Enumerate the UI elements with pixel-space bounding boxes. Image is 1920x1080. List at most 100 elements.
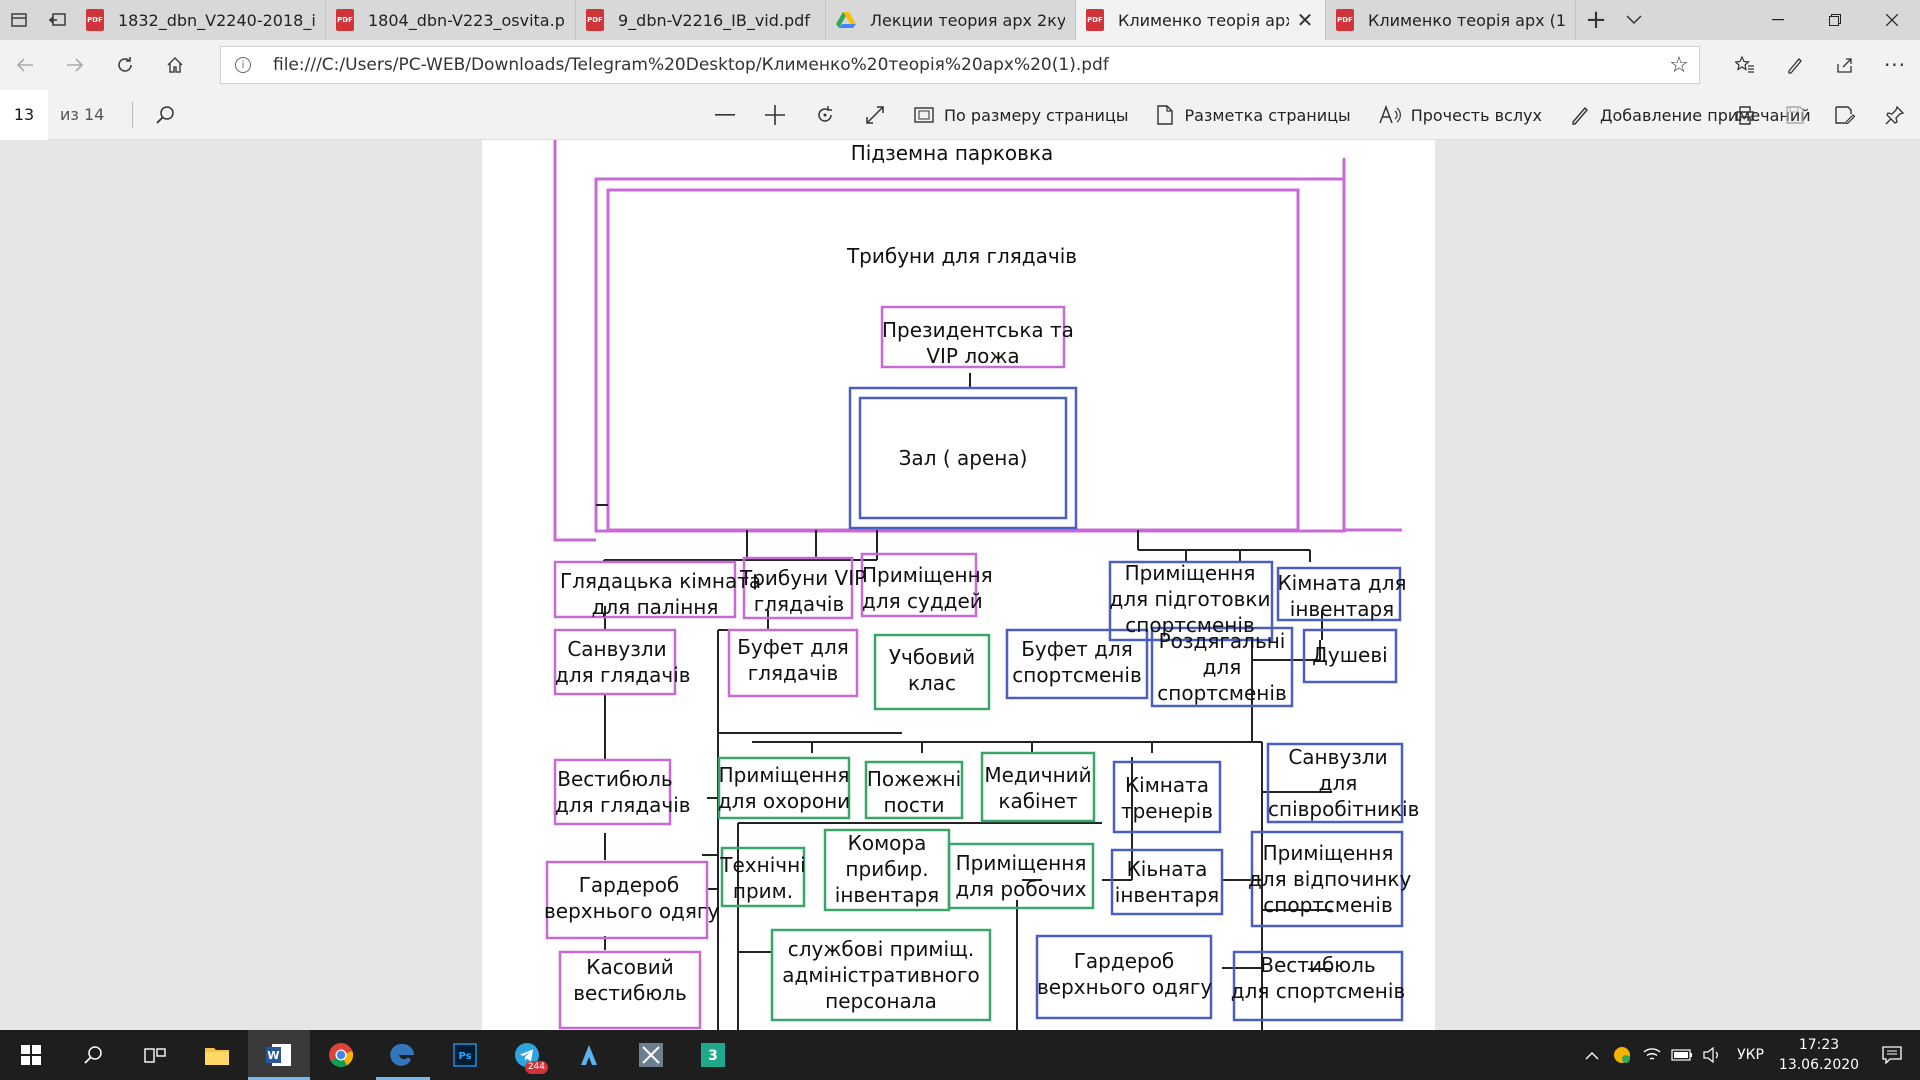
- tab-label: 1804_dbn-V223_osvita.pdf: [368, 10, 565, 30]
- ticket-lobby-box: [558, 950, 702, 1030]
- cloakroom-athletes-label: Гардероб верхнього одягу: [1037, 949, 1213, 999]
- fire-posts-box: [864, 760, 964, 820]
- lobby-spectators-label: Вестибюль для глядачів: [555, 767, 691, 817]
- system-tray: УКР 17:23 13.06.2020: [1577, 1030, 1920, 1080]
- page-layout-label: Разметка страницы: [1184, 105, 1351, 125]
- show-hidden-icons-button[interactable]: [1577, 1030, 1607, 1080]
- svg-text:W: W: [267, 1049, 279, 1062]
- tab-bar: PDF 1832_dbn_V2240-2018_inklyuz PDF 1804…: [0, 0, 1920, 40]
- close-window-button[interactable]: [1863, 0, 1920, 40]
- url-text: file:///C:/Users/PC-WEB/Downloads/Telegr…: [273, 55, 1109, 75]
- zoom-out-button[interactable]: [700, 90, 750, 140]
- telegram-button[interactable]: 244: [496, 1030, 558, 1080]
- edge-button[interactable]: [372, 1030, 434, 1080]
- refresh-icon: [118, 57, 132, 72]
- arena-box-inner: [858, 396, 1068, 520]
- photoshop-button[interactable]: Ps: [434, 1030, 496, 1080]
- spectator-boxes: [545, 305, 1066, 1030]
- back-button[interactable]: [0, 40, 50, 90]
- app-button-1[interactable]: [558, 1030, 620, 1080]
- share-button[interactable]: [1820, 40, 1870, 90]
- tab-1[interactable]: PDF 1832_dbn_V2240-2018_inklyuz: [76, 0, 326, 40]
- set-aside-tabs-button[interactable]: [38, 0, 76, 40]
- clock[interactable]: 17:23 13.06.2020: [1774, 1035, 1864, 1075]
- vip-lodge-label: Президентська та VIP ложа: [882, 318, 1074, 368]
- save-button[interactable]: [1770, 90, 1820, 140]
- favorite-star-icon[interactable]: ☆: [1669, 52, 1689, 78]
- input-language[interactable]: УКР: [1737, 1047, 1764, 1063]
- minimize-button[interactable]: [1749, 0, 1806, 40]
- athlete-rest-box: [1250, 830, 1404, 928]
- battery-button[interactable]: [1667, 1030, 1697, 1080]
- wc-spectators-label: Санвузли для глядачів: [555, 637, 691, 687]
- app-button-3[interactable]: 3: [682, 1030, 744, 1080]
- task-view-icon: [144, 1048, 166, 1063]
- buffet-athletes-label: Буфет для спортсменів: [1012, 637, 1142, 687]
- tray-app-button[interactable]: [1607, 1030, 1637, 1080]
- lobby-spectators-box: [553, 758, 672, 826]
- web-note-button[interactable]: [1770, 40, 1820, 90]
- read-aloud-label: Прочесть вслух: [1410, 105, 1542, 125]
- pdf-icon: PDF: [1086, 9, 1104, 31]
- parking-label: Підземна парковка: [850, 141, 1054, 165]
- svg-text:3: 3: [708, 1048, 718, 1064]
- info-icon[interactable]: i: [235, 57, 251, 73]
- new-tab-button[interactable]: +: [1576, 0, 1616, 40]
- zoom-in-button[interactable]: [750, 90, 800, 140]
- file-explorer-button[interactable]: [186, 1030, 248, 1080]
- tribunes-label: Трибуни для глядачів: [846, 244, 1078, 268]
- tab-2[interactable]: PDF 1804_dbn-V223_osvita.pdf: [326, 0, 576, 40]
- print-button[interactable]: [1720, 90, 1770, 140]
- word-button[interactable]: W: [248, 1030, 310, 1080]
- address-field[interactable]: i file:///C:/Users/PC-WEB/Downloads/Tele…: [220, 46, 1700, 84]
- toolbar-divider: [132, 101, 133, 128]
- action-center-button[interactable]: [1864, 1030, 1920, 1080]
- tab-actions-button[interactable]: [0, 0, 38, 40]
- changing-rooms-box: [1150, 626, 1294, 708]
- more-button[interactable]: ···: [1870, 40, 1920, 90]
- favorites-button[interactable]: [1720, 40, 1770, 90]
- medical-box: [980, 751, 1096, 823]
- fit-page-button[interactable]: По размеру страницы: [900, 90, 1142, 140]
- tab-3[interactable]: PDF 9_dbn-V2216_IB_vid.pdf: [576, 0, 826, 40]
- parking-frame: [553, 140, 596, 542]
- search-button[interactable]: [62, 1030, 124, 1080]
- tab-6[interactable]: PDF Клименко теорія арх (1).pdf: [1326, 0, 1576, 40]
- tab-list-button[interactable]: [1616, 0, 1652, 40]
- network-button[interactable]: [1637, 1030, 1667, 1080]
- close-icon: [1885, 14, 1898, 26]
- refresh-button[interactable]: [100, 40, 150, 90]
- rotate-icon: [818, 106, 832, 122]
- chrome-button[interactable]: [310, 1030, 372, 1080]
- forward-button[interactable]: [50, 40, 100, 90]
- classroom-box: [873, 633, 991, 711]
- windows-start-icon: [21, 1045, 41, 1065]
- restore-button[interactable]: [1806, 0, 1863, 40]
- page-layout-button[interactable]: Разметка страницы: [1142, 90, 1364, 140]
- rotate-button[interactable]: [800, 90, 850, 140]
- page-number-input[interactable]: 13: [0, 89, 48, 140]
- start-button[interactable]: [0, 1030, 62, 1080]
- app-icon: [581, 1045, 597, 1065]
- pin-toolbar-button[interactable]: [1870, 90, 1920, 140]
- restore-icon: [1828, 14, 1841, 26]
- find-button[interactable]: [145, 90, 185, 140]
- pdf-viewport[interactable]: Підземна парковка Трибуни для глядачів П…: [0, 140, 1920, 1030]
- showers-box: [1302, 628, 1398, 684]
- read-aloud-button[interactable]: Прочесть вслух: [1365, 90, 1556, 140]
- save-as-button[interactable]: [1820, 90, 1870, 140]
- edge-icon: [390, 1043, 414, 1066]
- spectator-zone-frames: [553, 140, 1402, 542]
- home-button[interactable]: [150, 40, 200, 90]
- tab-label: 1832_dbn_V2240-2018_inklyuz: [118, 10, 315, 30]
- app-button-2[interactable]: [620, 1030, 682, 1080]
- coaches-room-box: [1112, 760, 1222, 834]
- close-tab-icon[interactable]: ✕: [1296, 8, 1314, 32]
- add-notes-button[interactable]: Добавление примечаний: [1556, 90, 1825, 140]
- tab-5-active[interactable]: PDF Клименко теорія арх (1).pdf ✕: [1076, 0, 1326, 40]
- volume-button[interactable]: [1697, 1030, 1727, 1080]
- tab-4[interactable]: Лекции теория арх 2курс 2: [826, 0, 1076, 40]
- tab-label: Лекции теория арх 2курс 2: [870, 10, 1065, 30]
- fullscreen-button[interactable]: [850, 90, 900, 140]
- task-view-button[interactable]: [124, 1030, 186, 1080]
